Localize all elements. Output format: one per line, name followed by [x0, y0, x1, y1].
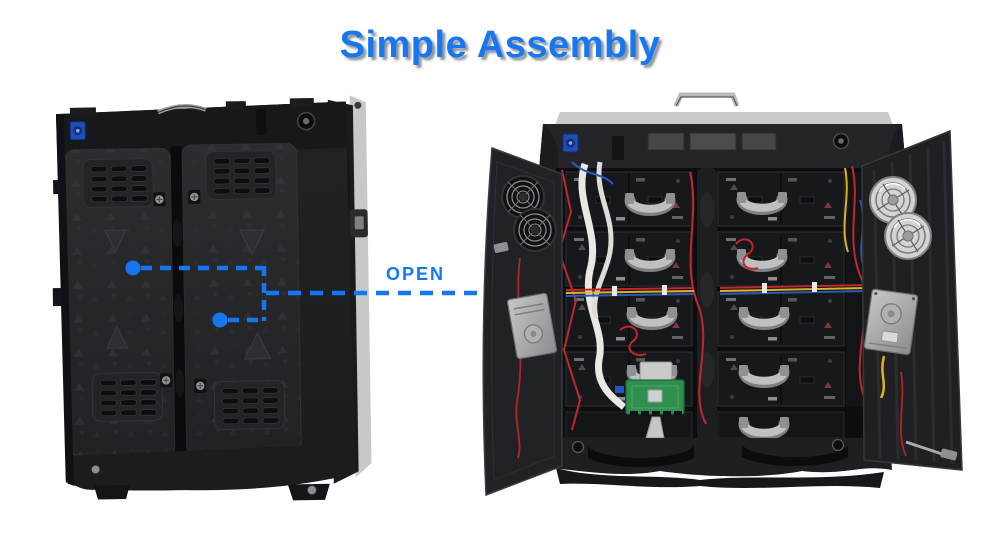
vent-grille-bottom-left	[91, 371, 164, 423]
signal-socket	[832, 132, 850, 150]
latch-point-dot-1	[125, 260, 141, 276]
lock-screw	[187, 189, 202, 205]
vent-grille-top-right	[205, 150, 277, 201]
closed-cabinet-photo	[52, 95, 372, 501]
power-supply-left	[506, 292, 558, 360]
open-cabinet-photo	[482, 92, 963, 497]
bottom-frame	[65, 443, 355, 490]
lock-screw	[152, 191, 167, 208]
center-spine	[697, 168, 717, 462]
power-supply-right	[863, 288, 919, 355]
power-connector	[69, 121, 86, 141]
open-door-left	[482, 146, 563, 497]
embossed-arrows	[104, 229, 272, 360]
signal-socket	[296, 111, 316, 131]
door-wire	[515, 257, 522, 459]
door-wire	[900, 371, 907, 457]
vent-grille-top-left	[82, 158, 154, 209]
lock-screw	[159, 372, 173, 389]
wiring-harness	[557, 161, 867, 431]
door-wire	[879, 355, 886, 399]
cabinet-front-edge	[555, 112, 893, 125]
page-title: Simple Assembly	[339, 24, 661, 66]
open-label: OPEN	[386, 264, 446, 284]
cabinet-foot	[93, 484, 130, 500]
lock-screw	[193, 378, 207, 394]
latch-point-dot-2	[212, 312, 228, 328]
receiving-card	[615, 361, 685, 439]
power-connector	[562, 133, 579, 153]
cooling-fan-icon	[513, 208, 557, 252]
vent-grille-bottom-right	[213, 380, 286, 431]
open-annotation	[125, 260, 482, 328]
cooling-fan-icon	[884, 212, 932, 260]
open-door-right	[861, 129, 963, 471]
